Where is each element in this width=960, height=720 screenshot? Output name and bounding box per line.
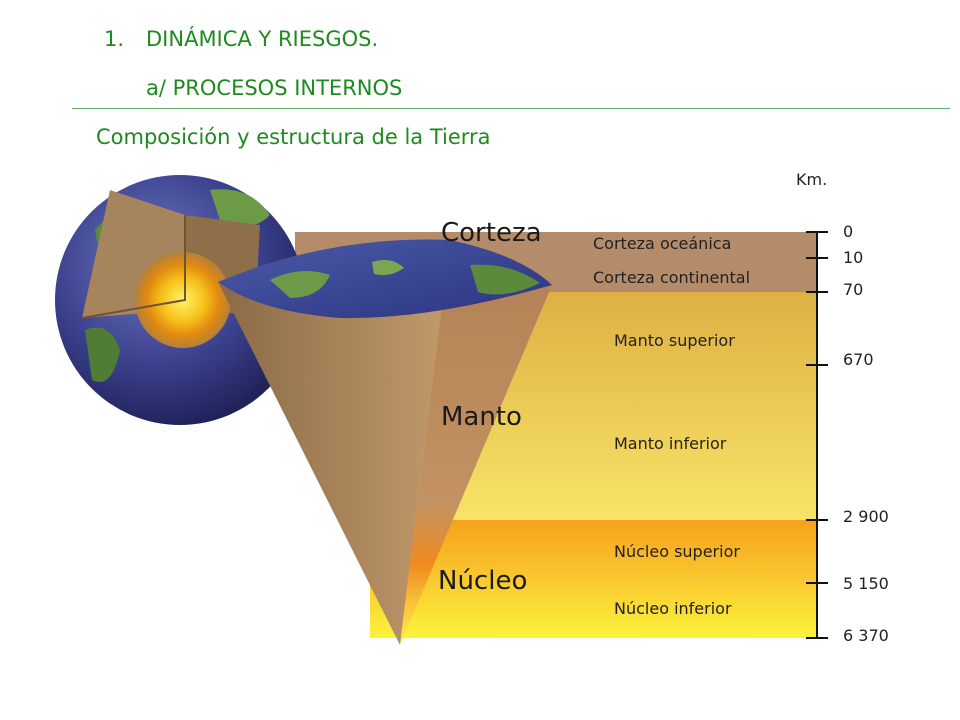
header-divider <box>72 108 950 109</box>
layer-label-nucleo: Núcleo <box>438 566 528 596</box>
scale-label: 5 150 <box>843 574 889 593</box>
page-title: DINÁMICA Y RIESGOS. <box>146 27 379 51</box>
sublayer-label: Núcleo inferior <box>614 599 732 618</box>
depth-scale <box>806 231 828 639</box>
scale-label: 670 <box>843 350 874 369</box>
sublayer-label: Manto superior <box>614 331 735 350</box>
section-title: Composición y estructura de la Tierra <box>96 125 491 149</box>
scale-label: 6 370 <box>843 626 889 645</box>
sublayer-label: Corteza continental <box>593 268 751 287</box>
scale-label: 70 <box>843 280 864 299</box>
scale-label: 0 <box>843 222 854 241</box>
wedge-illustration <box>218 239 552 645</box>
globe-illustration <box>55 175 305 425</box>
layer-label-corteza: Corteza <box>441 218 542 248</box>
scale-unit: Km. <box>796 170 828 189</box>
sublayer-label: Corteza oceánica <box>593 234 732 253</box>
page-subtitle: a/ PROCESOS INTERNOS <box>146 76 403 100</box>
sublayer-label: Manto inferior <box>614 434 727 453</box>
scale-label: 2 900 <box>843 507 889 526</box>
sublayer-label: Núcleo superior <box>614 542 740 561</box>
core-band <box>370 520 817 638</box>
layer-label-manto: Manto <box>441 402 522 432</box>
list-number: 1. <box>104 27 125 51</box>
scale-label: 10 <box>843 248 864 267</box>
